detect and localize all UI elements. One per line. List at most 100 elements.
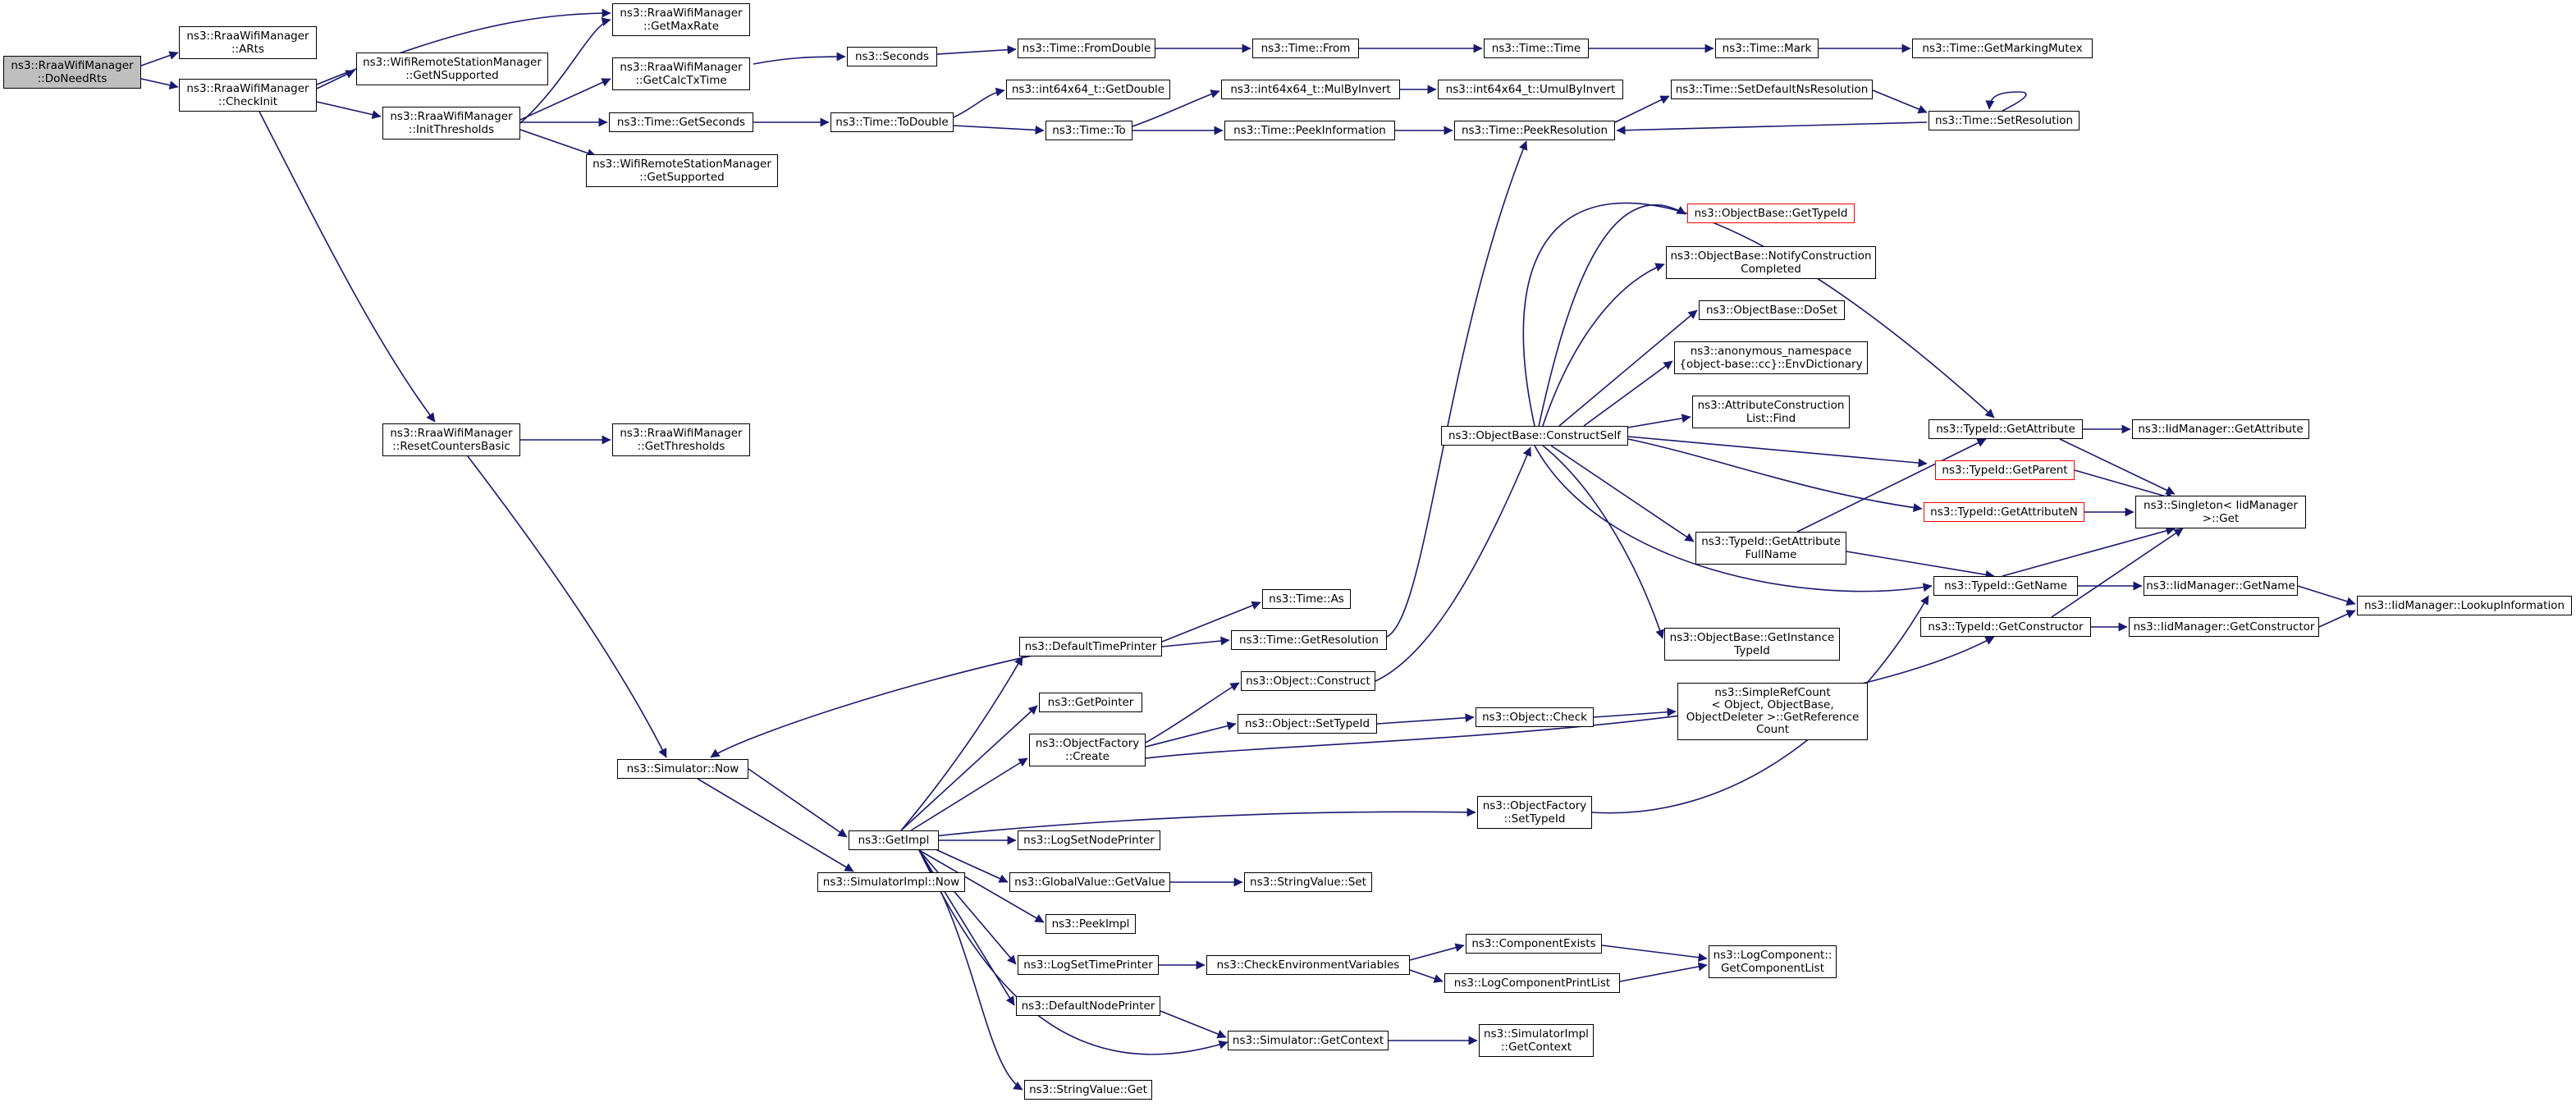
node-objectfactory-settypeid[interactable]: ns3::ObjectFactory ::SetTypeId bbox=[1477, 796, 1592, 829]
call-edge bbox=[1534, 204, 1686, 446]
node-int64-getdouble[interactable]: ns3::int64x64_t::GetDouble bbox=[1006, 80, 1170, 99]
node-logcomponent-getcomponentlist[interactable]: ns3::LogComponent:: GetComponentList bbox=[1709, 945, 1837, 978]
node-time-time[interactable]: ns3::Time::Time bbox=[1484, 39, 1589, 58]
call-edge bbox=[2059, 438, 2176, 495]
node-rraa-initthresholds[interactable]: ns3::RraaWifiManager ::InitThresholds bbox=[382, 107, 520, 140]
node-typeid-getattribute[interactable]: ns3::TypeId::GetAttribute bbox=[1929, 419, 2083, 439]
node-time-getseconds[interactable]: ns3::Time::GetSeconds bbox=[609, 112, 753, 132]
node-time-peekinformation[interactable]: ns3::Time::PeekInformation bbox=[1224, 121, 1395, 140]
node-time-setdefaultnsresolution[interactable]: ns3::Time::SetDefaultNsResolution bbox=[1671, 80, 1873, 99]
node-label-line-1: ns3::int64x64_t::MulByInvert bbox=[1230, 83, 1391, 96]
node-checkenvironmentvariables[interactable]: ns3::CheckEnvironmentVariables bbox=[1206, 955, 1410, 975]
node-iidmanager-lookupinformation[interactable]: ns3::IidManager::LookupInformation bbox=[2357, 596, 2572, 615]
node-label-line-2: ::GetThresholds bbox=[637, 440, 725, 453]
node-label-line-1: ns3::Time::To bbox=[1052, 124, 1126, 137]
node-objectbase-notifyconstruction[interactable]: ns3::ObjectBase::NotifyConstruction Comp… bbox=[1666, 246, 1876, 279]
call-edge bbox=[2318, 610, 2356, 628]
node-wifi-getsupported[interactable]: ns3::WifiRemoteStationManager ::GetSuppo… bbox=[586, 154, 778, 187]
node-time-getresolution[interactable]: ns3::Time::GetResolution bbox=[1231, 630, 1387, 650]
node-label-line-2: ::CheckInit bbox=[217, 95, 278, 108]
call-edge bbox=[753, 52, 846, 65]
node-label-line-1: ns3::GetImpl bbox=[858, 834, 930, 847]
node-time-todouble[interactable]: ns3::Time::ToDouble bbox=[830, 112, 954, 132]
node-label-line-1: ns3::int64x64_t::UmulByInvert bbox=[1445, 83, 1616, 96]
node-label-line-2: Completed bbox=[1741, 263, 1801, 276]
call-edge bbox=[1542, 263, 1665, 427]
node-objectfactory-create[interactable]: ns3::ObjectFactory ::Create bbox=[1029, 734, 1146, 766]
node-stringvalue-get[interactable]: ns3::StringValue::Get bbox=[1024, 1080, 1152, 1100]
node-time-to[interactable]: ns3::Time::To bbox=[1045, 121, 1132, 140]
node-defaulttimeprinter[interactable]: ns3::DefaultTimePrinter bbox=[1019, 637, 1162, 656]
node-stringvalue-set[interactable]: ns3::StringValue::Set bbox=[1244, 872, 1372, 892]
node-label-line-1: ns3::Time::GetResolution bbox=[1238, 634, 1379, 647]
node-time-from[interactable]: ns3::Time::From bbox=[1252, 39, 1359, 58]
node-label-line-1: ns3::SimulatorImpl::Now bbox=[822, 876, 960, 889]
node-int64-umulbyinvert[interactable]: ns3::int64x64_t::UmulByInvert bbox=[1438, 80, 1623, 99]
node-simplerefcount-getreferencecount[interactable]: ns3::SimpleRefCount < Object, ObjectBase… bbox=[1677, 683, 1868, 740]
node-iidmanager-getname[interactable]: ns3::IidManager::GetName bbox=[2144, 576, 2298, 596]
node-rraa-getmaxrate[interactable]: ns3::RraaWifiManager ::GetMaxRate bbox=[612, 3, 750, 36]
node-globalvalue-getvalue[interactable]: ns3::GlobalValue::GetValue bbox=[1009, 872, 1170, 892]
node-label-line-1: ns3::ObjectBase::GetInstance bbox=[1669, 631, 1835, 644]
node-time-mark[interactable]: ns3::Time::Mark bbox=[1715, 39, 1819, 58]
node-object-check[interactable]: ns3::Object::Check bbox=[1476, 707, 1594, 727]
node-objectbase-constructself[interactable]: ns3::ObjectBase::ConstructSelf bbox=[1441, 426, 1628, 446]
node-attributeconstruction-find[interactable]: ns3::AttributeConstruction List::Find bbox=[1692, 396, 1850, 428]
node-typeid-getconstructor[interactable]: ns3::TypeId::GetConstructor bbox=[1920, 617, 2091, 637]
node-seconds[interactable]: ns3::Seconds bbox=[847, 47, 937, 66]
node-label-line-1: ns3::Time::FromDouble bbox=[1022, 42, 1151, 55]
node-rraa-getthresholds[interactable]: ns3::RraaWifiManager ::GetThresholds bbox=[612, 423, 750, 456]
node-componentexists[interactable]: ns3::ComponentExists bbox=[1466, 934, 1602, 954]
node-label-line-1: ns3::Time::As bbox=[1269, 592, 1344, 606]
node-rraa-checkinit[interactable]: ns3::RraaWifiManager ::CheckInit bbox=[179, 79, 317, 112]
call-edge bbox=[259, 111, 436, 423]
node-envdictionary[interactable]: ns3::anonymous_namespace {object-base::c… bbox=[1674, 341, 1868, 374]
node-rraa-arts[interactable]: ns3::RraaWifiManager ::ARts bbox=[179, 26, 317, 59]
node-label-line-1: ns3::Time::Time bbox=[1491, 42, 1581, 55]
node-label-line-2: List::Find bbox=[1746, 412, 1796, 425]
node-rraa-doneedrts[interactable]: ns3::RraaWifiManager ::DoNeedRts bbox=[3, 56, 141, 89]
node-time-getmarkingmutex[interactable]: ns3::Time::GetMarkingMutex bbox=[1912, 39, 2093, 58]
node-defaultnodeprinter[interactable]: ns3::DefaultNodePrinter bbox=[1016, 996, 1160, 1016]
call-edge bbox=[1616, 121, 1928, 135]
node-label-line-1: ns3::LogSetTimePrinter bbox=[1023, 958, 1153, 972]
node-logsettimeprinter[interactable]: ns3::LogSetTimePrinter bbox=[1018, 955, 1159, 975]
node-rraa-getcalctxtime[interactable]: ns3::RraaWifiManager ::GetCalcTxTime bbox=[612, 57, 750, 90]
node-label-line-1: ns3::anonymous_namespace bbox=[1690, 345, 1852, 358]
node-time-as[interactable]: ns3::Time::As bbox=[1262, 589, 1351, 609]
node-objectbase-doset[interactable]: ns3::ObjectBase::DoSet bbox=[1699, 300, 1845, 320]
node-iidmanager-getattribute[interactable]: ns3::IidManager::GetAttribute bbox=[2132, 419, 2309, 439]
node-time-peekresolution[interactable]: ns3::Time::PeekResolution bbox=[1454, 121, 1615, 140]
call-edge bbox=[519, 78, 611, 121]
node-label-line-1: ns3::RraaWifiManager bbox=[390, 427, 513, 440]
node-int64-mulbyinvert[interactable]: ns3::int64x64_t::MulByInvert bbox=[1221, 80, 1400, 99]
node-wifi-getnsupported[interactable]: ns3::WifiRemoteStationManager ::GetNSupp… bbox=[356, 53, 548, 85]
node-typeid-getname[interactable]: ns3::TypeId::GetName bbox=[1933, 576, 2078, 596]
node-getpointer[interactable]: ns3::GetPointer bbox=[1039, 693, 1142, 712]
node-simulatorimpl-getcontext[interactable]: ns3::SimulatorImpl ::GetContext bbox=[1479, 1024, 1594, 1057]
node-time-setresolution[interactable]: ns3::Time::SetResolution bbox=[1929, 111, 2080, 130]
node-simulator-now[interactable]: ns3::Simulator::Now bbox=[617, 759, 748, 779]
node-objectbase-getinstancetypeid[interactable]: ns3::ObjectBase::GetInstance TypeId bbox=[1664, 628, 1840, 661]
node-label-line-1: ns3::RraaWifiManager bbox=[186, 30, 309, 43]
node-getimpl[interactable]: ns3::GetImpl bbox=[849, 830, 939, 850]
node-rraa-resetcountersbasic[interactable]: ns3::RraaWifiManager ::ResetCountersBasi… bbox=[382, 423, 520, 456]
node-iidmanager-getconstructor[interactable]: ns3::IidManager::GetConstructor bbox=[2129, 617, 2319, 637]
node-object-settypeid[interactable]: ns3::Object::SetTypeId bbox=[1238, 714, 1377, 734]
node-singleton-iidmanager-get[interactable]: ns3::Singleton< IidManager >::Get bbox=[2135, 496, 2306, 528]
node-simulator-getcontext[interactable]: ns3::Simulator::GetContext bbox=[1228, 1031, 1389, 1050]
node-logcomponentprintlist[interactable]: ns3::LogComponentPrintList bbox=[1444, 973, 1620, 993]
node-logsetnodeprinter[interactable]: ns3::LogSetNodePrinter bbox=[1018, 830, 1160, 850]
node-label-line-1: ns3::LogComponentPrintList bbox=[1453, 977, 1611, 990]
node-simulatorimpl-now[interactable]: ns3::SimulatorImpl::Now bbox=[817, 872, 965, 892]
node-peekimpl[interactable]: ns3::PeekImpl bbox=[1045, 914, 1136, 934]
node-typeid-getparent[interactable]: ns3::TypeId::GetParent bbox=[1935, 460, 2075, 480]
node-typeid-getattributen[interactable]: ns3::TypeId::GetAttributeN bbox=[1924, 502, 2084, 522]
node-label-line-2: ::GetNSupported bbox=[405, 69, 499, 82]
node-typeid-getattributefullname[interactable]: ns3::TypeId::GetAttribute FullName bbox=[1695, 532, 1846, 565]
node-objectbase-gettypeid[interactable]: ns3::ObjectBase::GetTypeId bbox=[1687, 204, 1855, 223]
call-edge bbox=[900, 656, 1023, 831]
node-time-fromdouble[interactable]: ns3::Time::FromDouble bbox=[1018, 39, 1155, 58]
node-object-construct[interactable]: ns3::Object::Construct bbox=[1241, 671, 1375, 691]
